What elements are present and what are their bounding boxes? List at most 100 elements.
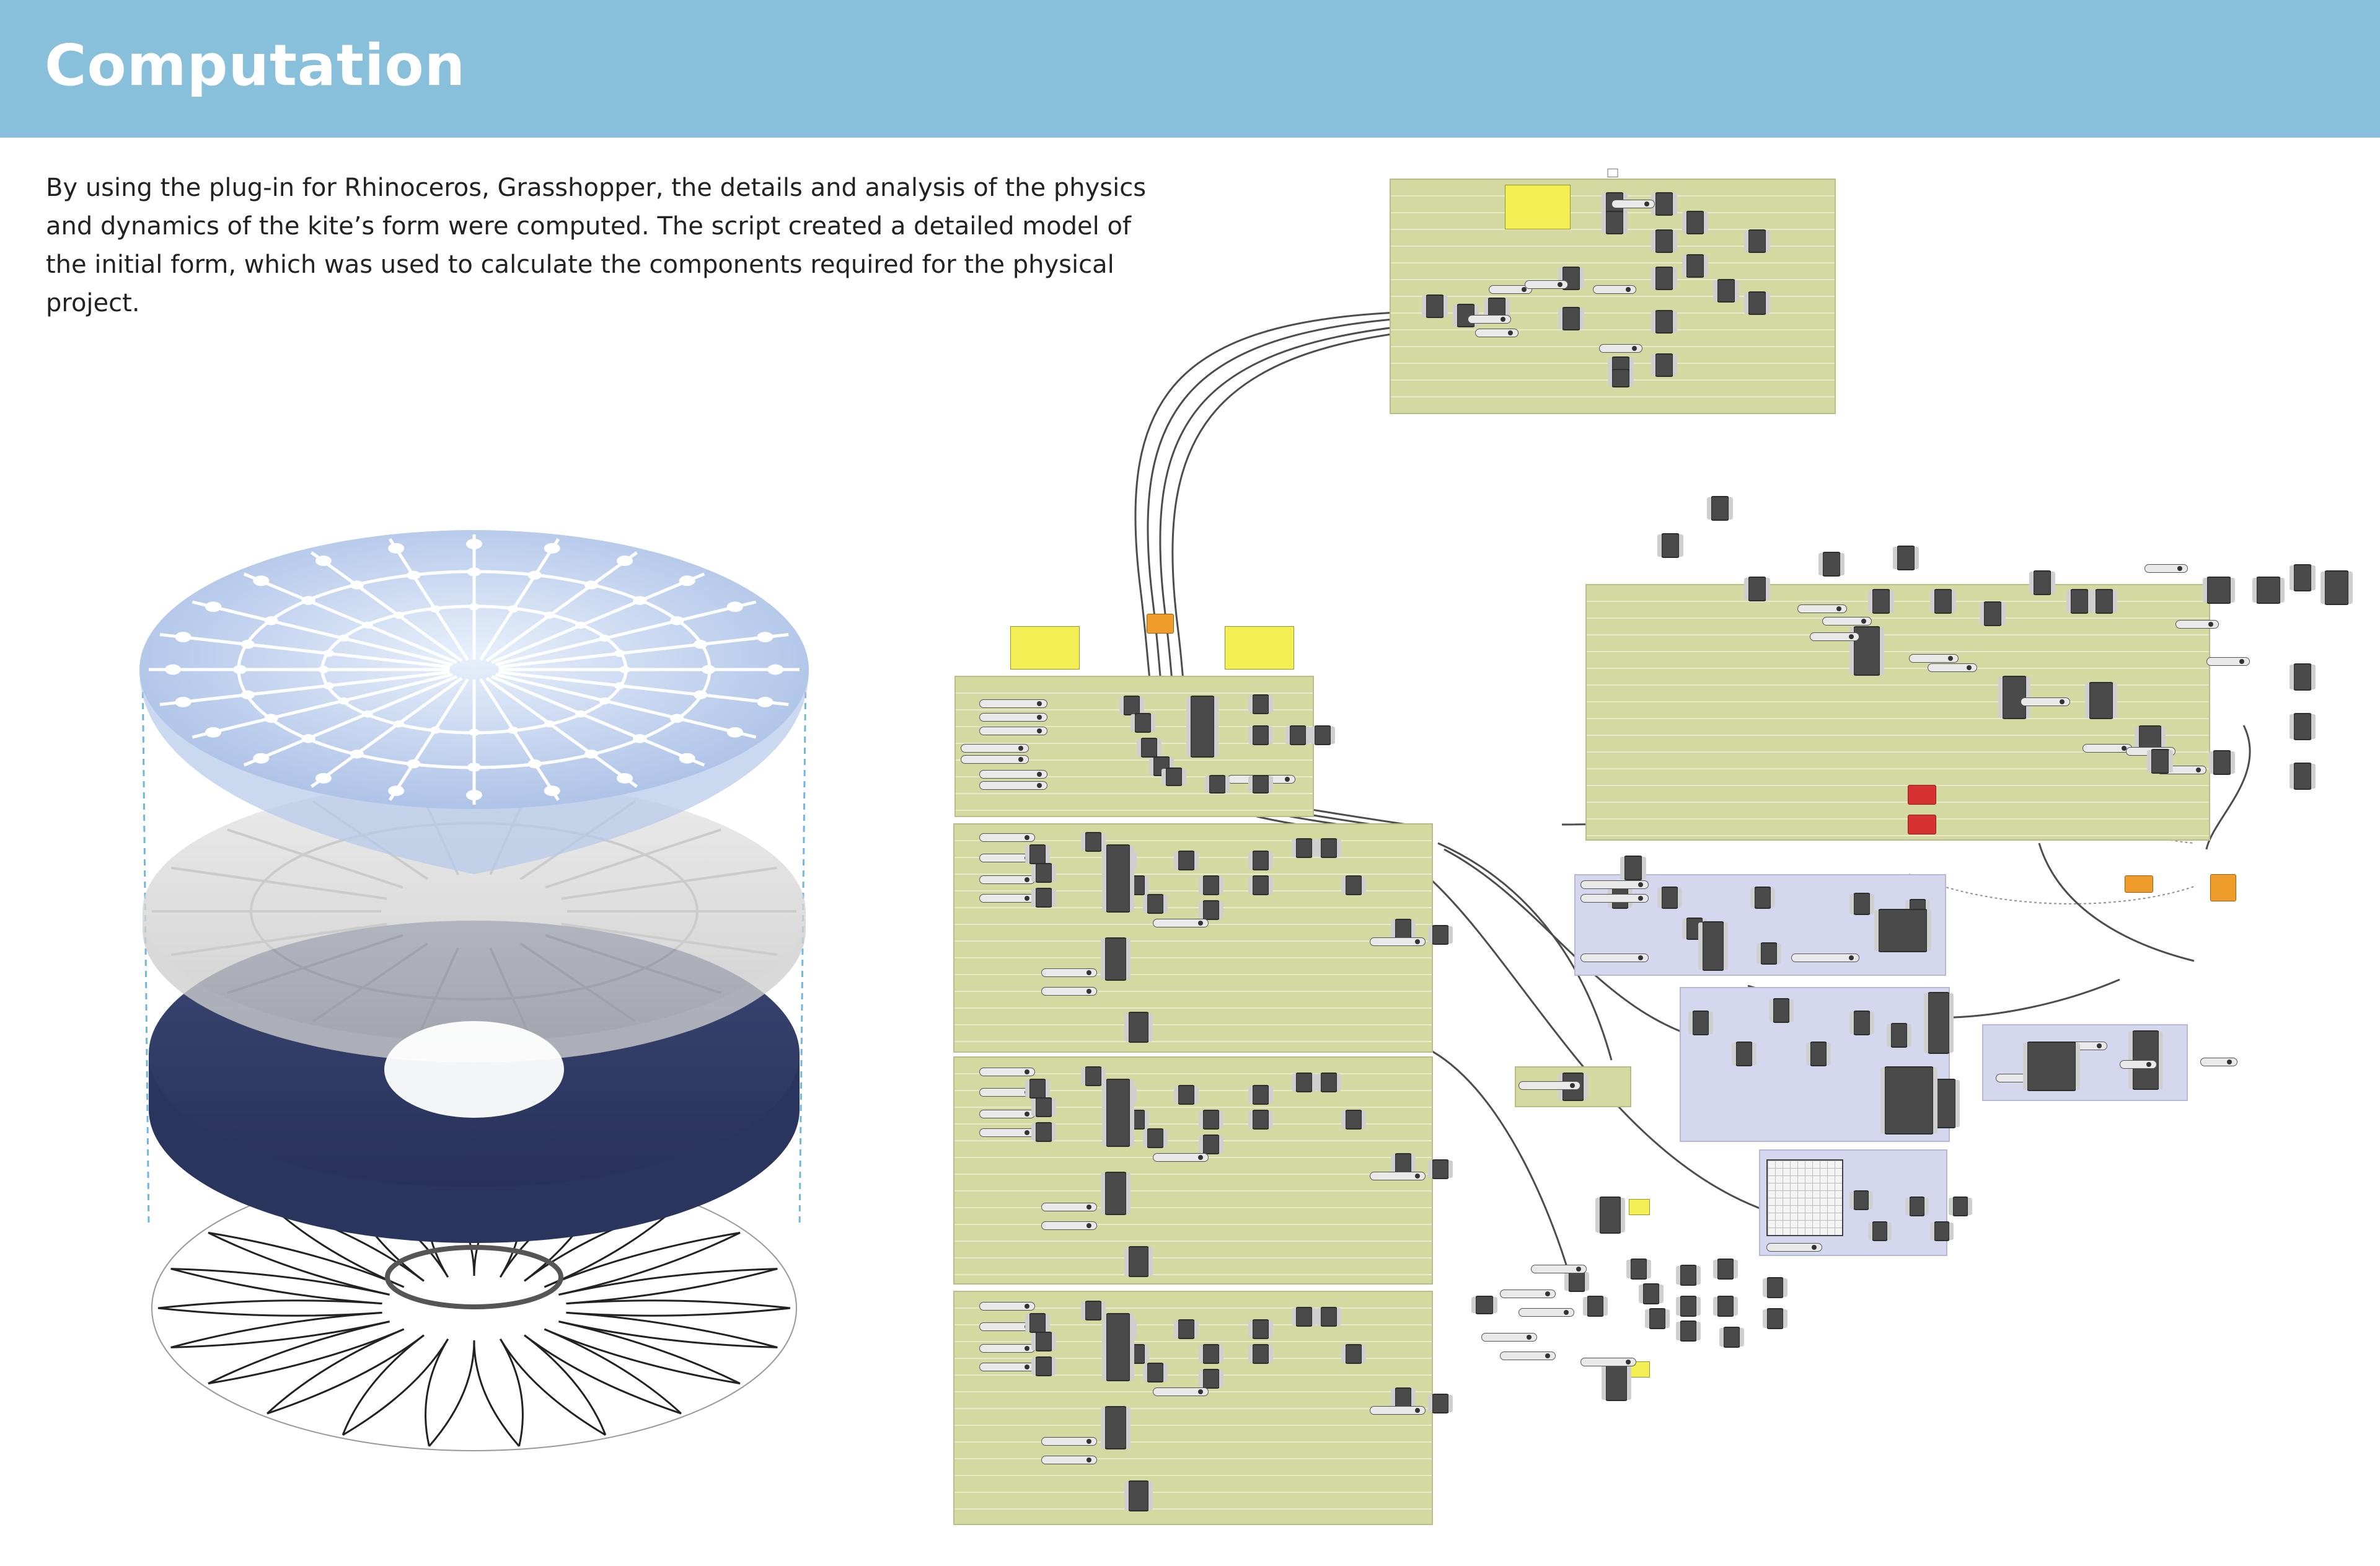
number-slider[interactable] xyxy=(1481,1333,1537,1342)
red-warning-component[interactable] xyxy=(1908,815,1936,834)
grasshopper-component[interactable] xyxy=(2147,749,2173,774)
grasshopper-component[interactable] xyxy=(1124,1012,1153,1043)
number-slider[interactable] xyxy=(1531,1265,1587,1273)
grasshopper-component[interactable] xyxy=(1732,1042,1756,1066)
grasshopper-component[interactable] xyxy=(1849,1190,1873,1210)
grasshopper-component[interactable] xyxy=(1081,832,1106,852)
number-slider[interactable] xyxy=(1928,663,1977,672)
grasshopper-component[interactable] xyxy=(1124,1480,1153,1511)
number-slider[interactable] xyxy=(1580,880,1649,889)
grasshopper-component[interactable] xyxy=(1199,1110,1223,1130)
number-slider[interactable] xyxy=(979,1363,1035,1371)
grasshopper-component[interactable] xyxy=(2091,589,2117,614)
number-slider[interactable] xyxy=(2175,620,2219,629)
grasshopper-component[interactable] xyxy=(1031,1122,1056,1142)
grasshopper-component[interactable] xyxy=(1174,1085,1199,1105)
grasshopper-component[interactable] xyxy=(1707,496,1733,521)
grasshopper-component[interactable] xyxy=(1713,1296,1738,1317)
number-slider[interactable] xyxy=(1500,1290,1556,1298)
grasshopper-component[interactable] xyxy=(1626,1259,1651,1280)
grasshopper-component[interactable] xyxy=(1818,552,1844,577)
grasshopper-component[interactable] xyxy=(1682,211,1708,234)
number-slider[interactable] xyxy=(1518,1081,1580,1090)
grasshopper-component[interactable] xyxy=(1750,887,1775,909)
number-slider[interactable] xyxy=(2144,564,2188,573)
grasshopper-component[interactable] xyxy=(1248,775,1273,794)
grasshopper-component[interactable] xyxy=(1102,1079,1134,1147)
grasshopper-component[interactable] xyxy=(1248,1110,1273,1130)
grasshopper-component[interactable] xyxy=(1651,310,1677,334)
grasshopper-component[interactable] xyxy=(2290,564,2316,591)
grasshopper-component[interactable] xyxy=(1428,1159,1453,1179)
number-slider[interactable] xyxy=(979,781,1047,790)
grasshopper-component[interactable] xyxy=(1174,1319,1199,1339)
number-slider[interactable] xyxy=(1153,919,1209,927)
grasshopper-component[interactable] xyxy=(2203,577,2235,604)
number-slider[interactable] xyxy=(979,875,1035,884)
grasshopper-component[interactable] xyxy=(1248,725,1273,745)
grasshopper-component[interactable] xyxy=(1849,893,1874,915)
grasshopper-component[interactable] xyxy=(1874,909,1931,952)
red-warning-component[interactable] xyxy=(1908,785,1936,805)
grasshopper-component[interactable] xyxy=(1101,1406,1130,1449)
number-slider[interactable] xyxy=(1041,1456,1097,1464)
number-slider[interactable] xyxy=(1468,315,1511,324)
grasshopper-component[interactable] xyxy=(1930,589,1956,614)
grasshopper-component[interactable] xyxy=(1769,998,1794,1023)
grasshopper-component[interactable] xyxy=(1031,1332,1056,1351)
number-slider[interactable] xyxy=(1370,1172,1426,1180)
number-slider[interactable] xyxy=(1153,1387,1209,1396)
grasshopper-component[interactable] xyxy=(1316,1073,1341,1092)
orange-component[interactable] xyxy=(2210,874,2236,901)
grasshopper-component[interactable] xyxy=(1248,694,1273,714)
grasshopper-component[interactable] xyxy=(1713,1259,1738,1280)
grasshopper-component[interactable] xyxy=(1248,875,1273,895)
number-slider[interactable] xyxy=(1599,344,1642,353)
grasshopper-component[interactable] xyxy=(1657,887,1682,909)
number-slider[interactable] xyxy=(1791,953,1859,962)
grasshopper-component[interactable] xyxy=(2290,763,2316,790)
grasshopper-component[interactable] xyxy=(1676,1296,1701,1317)
grasshopper-component[interactable] xyxy=(1880,1066,1937,1135)
grasshopper-component[interactable] xyxy=(1471,1296,1497,1314)
grasshopper-component[interactable] xyxy=(1143,1128,1168,1148)
grasshopper-component[interactable] xyxy=(1248,851,1273,870)
grasshopper-component[interactable] xyxy=(1564,1271,1589,1292)
number-slider[interactable] xyxy=(1489,285,1532,294)
grasshopper-component[interactable] xyxy=(2023,1042,2080,1091)
grasshopper-component[interactable] xyxy=(1102,844,1134,913)
grasshopper-component[interactable] xyxy=(1031,888,1056,908)
grasshopper-component[interactable] xyxy=(1341,1110,1366,1130)
grasshopper-component[interactable] xyxy=(1025,844,1050,864)
grasshopper-component[interactable] xyxy=(1930,1221,1954,1241)
grasshopper-component[interactable] xyxy=(1025,1079,1050,1099)
number-slider[interactable] xyxy=(1593,285,1636,294)
grasshopper-component[interactable] xyxy=(1698,921,1728,971)
number-slider[interactable] xyxy=(1766,1243,1822,1252)
grasshopper-component[interactable] xyxy=(2066,589,2092,614)
grasshopper-component[interactable] xyxy=(1292,1073,1316,1092)
grasshopper-component[interactable] xyxy=(1101,1172,1130,1215)
grasshopper-component[interactable] xyxy=(1608,369,1634,387)
number-slider[interactable] xyxy=(1580,894,1649,903)
grasshopper-component[interactable] xyxy=(1341,1344,1366,1364)
grasshopper-component[interactable] xyxy=(1124,1246,1153,1277)
grasshopper-component[interactable] xyxy=(1186,696,1219,758)
grasshopper-component[interactable] xyxy=(1081,1301,1106,1320)
number-slider[interactable] xyxy=(1797,604,1847,613)
grasshopper-component[interactable] xyxy=(1248,1319,1273,1339)
grasshopper-component[interactable] xyxy=(1713,279,1739,303)
number-slider[interactable] xyxy=(1475,329,1518,337)
number-slider[interactable] xyxy=(1611,200,1655,208)
grasshopper-component[interactable] xyxy=(1102,1313,1134,1381)
grasshopper-component[interactable] xyxy=(1199,875,1223,895)
number-slider[interactable] xyxy=(979,1344,1035,1353)
grasshopper-component[interactable] xyxy=(1143,1363,1168,1382)
grasshopper-component[interactable] xyxy=(1025,1313,1050,1333)
grasshopper-component[interactable] xyxy=(2290,663,2316,691)
number-slider[interactable] xyxy=(1500,1351,1556,1360)
number-slider[interactable] xyxy=(979,833,1035,842)
grasshopper-component[interactable] xyxy=(1651,353,1677,377)
grasshopper-canvas[interactable] xyxy=(942,167,2353,1531)
grasshopper-component[interactable] xyxy=(1137,738,1161,758)
